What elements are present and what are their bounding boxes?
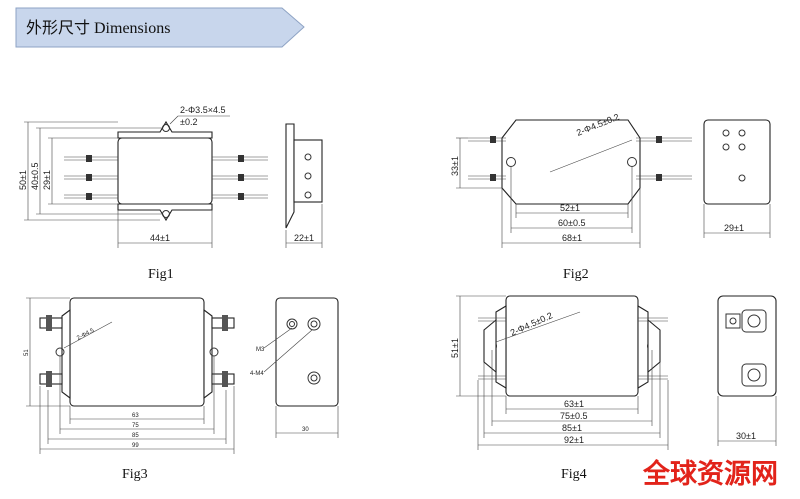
fig1-dim-height-inner: 29±1 — [42, 170, 52, 190]
fig4-dim-side: 30±1 — [736, 431, 756, 441]
fig1-caption: Fig1 — [148, 267, 174, 282]
fig4-caption: Fig4 — [561, 467, 587, 482]
fig3-dim-w1: 63 — [132, 413, 139, 419]
fig4-dim-w3: 85±1 — [562, 423, 582, 433]
header-title: 外形尺寸 Dimensions — [26, 19, 170, 37]
fig2-side-view: 29±1 — [703, 119, 771, 238]
fig4-dim-w4: 92±1 — [564, 435, 584, 445]
fig3-dim-w4: 99 — [132, 443, 139, 449]
fig3-dim-height: 51 — [24, 349, 30, 356]
fig4-dim-w2: 75±0.5 — [560, 411, 587, 421]
fig1-side-view: 22±1 — [285, 123, 323, 248]
fig3-dim-w2: 75 — [132, 423, 139, 429]
fig1-dim-height-mid: 40±0.5 — [30, 163, 40, 190]
fig2-dim-height: 33±1 — [450, 156, 460, 176]
fig1-hole-label: 2-Φ3.5×4.5 — [180, 105, 225, 115]
fig1-front-view: 50±1 40±0.5 29±1 44±1 2-Φ3.5×4.5 ±0.2 — [18, 105, 268, 248]
fig3-caption: Fig3 — [122, 467, 148, 482]
fig4-side-view: 30±1 — [717, 295, 777, 446]
fig1-dim-width: 44±1 — [150, 233, 170, 243]
fig3-dim-side: 30 — [302, 427, 309, 433]
fig2-dim-w3: 68±1 — [562, 233, 582, 243]
fig3-label-4m4: 4-M4 — [250, 371, 264, 377]
fig4-dim-height: 51±1 — [450, 338, 460, 358]
fig3-front-view: 51 63 75 85 99 2-Φ4.5 — [24, 297, 235, 454]
fig4-front-view: 51±1 63±1 75±0.5 85±1 92±1 2-Φ4.5±0.2 — [450, 295, 669, 450]
fig2-dim-w1: 52±1 — [560, 203, 580, 213]
fig2-dim-side: 29±1 — [724, 223, 744, 233]
fig1-hole-tolerance: ±0.2 — [180, 117, 197, 127]
fig2-dim-w2: 60±0.5 — [558, 218, 585, 228]
header-banner: 外形尺寸 Dimensions — [15, 7, 305, 48]
fig2-front-view: 33±1 52±1 60±0.5 68±1 2-Φ4.5±0.2 — [450, 112, 692, 248]
fig3-dim-w3: 85 — [132, 433, 139, 439]
fig1-dim-side: 22±1 — [294, 233, 314, 243]
fig4-dim-w1: 63±1 — [564, 399, 584, 409]
fig3-side-view: M3 4-M4 30 — [250, 297, 339, 438]
fig3-label-m3: M3 — [256, 347, 265, 353]
fig1-dim-height-outer: 50±1 — [18, 170, 28, 190]
fig2-caption: Fig2 — [563, 267, 589, 282]
watermark-text: 全球资源网 — [642, 458, 778, 490]
